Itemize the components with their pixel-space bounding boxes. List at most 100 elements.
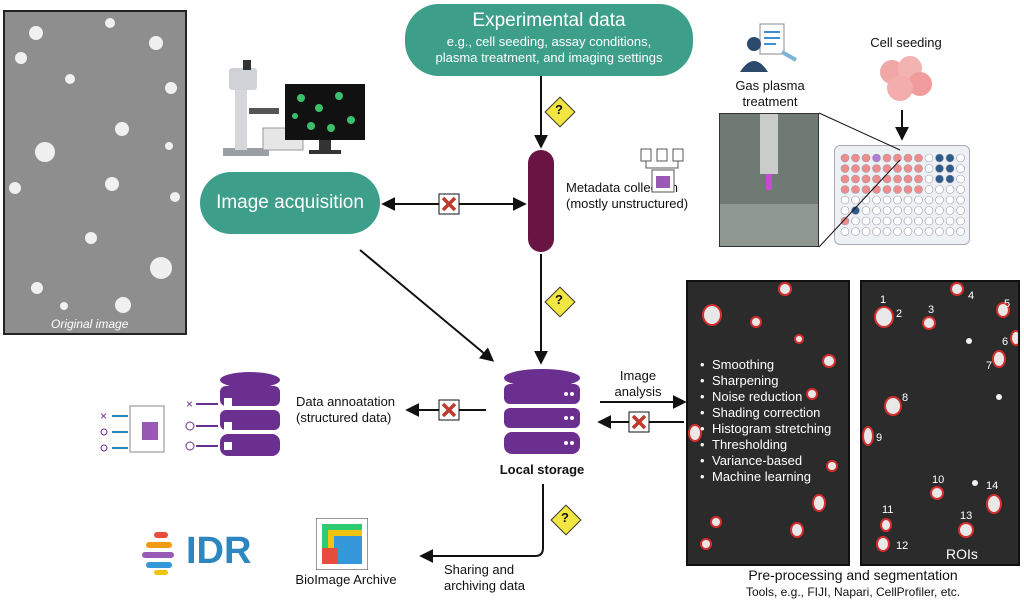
step-item: Noise reduction (700, 389, 848, 405)
plate-well (872, 195, 881, 205)
plate-well (924, 195, 934, 205)
plate-well (893, 206, 902, 215)
well-plate (834, 145, 970, 245)
roi-number: 11 (882, 504, 894, 516)
plate-well (903, 216, 913, 226)
gas-plasma-label: Gas plasma treatment (735, 78, 805, 109)
plate-well (956, 185, 965, 194)
roi-number: 5 (1004, 298, 1011, 310)
question-diamond-icon: ? (544, 286, 576, 318)
plate-well (893, 216, 902, 226)
plate-well (924, 206, 934, 215)
plate-well (903, 164, 913, 173)
bioimage-archive-logo (315, 517, 369, 571)
svg-text:×: × (186, 397, 193, 411)
preprocessing-caption-tools: Tools, e.g., FIJI, Napari, CellProfiler,… (745, 585, 961, 599)
plate-well (924, 153, 934, 163)
plate-well (935, 216, 944, 226)
plate-well (935, 153, 944, 163)
plate-well (840, 153, 850, 163)
plate-well (945, 195, 955, 205)
plate-well (945, 185, 955, 194)
experimental-data-subtitle: e.g., cell seeding, assay conditions, pl… (435, 34, 663, 65)
question-diamond-icon: ? (544, 96, 576, 128)
plate-well (914, 227, 923, 236)
roi-number: 4 (968, 290, 975, 302)
cell-cluster-icon (876, 54, 934, 106)
plate-well (956, 164, 965, 173)
local-storage-label: Local storage (499, 462, 585, 477)
plate-well (861, 185, 871, 194)
document-icon (640, 148, 688, 194)
svg-text:×: × (100, 409, 107, 423)
experimental-data-title: Experimental data (472, 10, 626, 31)
plate-well (872, 227, 881, 236)
annotation-database-icon: × × (94, 370, 284, 458)
experimental-data-box: Experimental data e.g., cell seeding, as… (405, 4, 693, 76)
plate-well (872, 153, 881, 163)
step-item: Variance-based (700, 453, 848, 469)
plate-well (935, 164, 944, 173)
plate-well (945, 206, 955, 215)
plate-well (945, 227, 955, 236)
plate-well (914, 195, 923, 205)
plate-well (872, 206, 881, 215)
plate-well (935, 206, 944, 215)
roi-number: 7 (986, 360, 993, 372)
plate-well (893, 227, 902, 236)
microscope-icon (215, 58, 375, 162)
plate-well (914, 153, 923, 163)
metadata-label: Metadata collection (mostly unstructured… (566, 180, 689, 211)
plate-well (851, 185, 860, 194)
plate-well (851, 153, 860, 163)
roi-number: 3 (928, 304, 935, 316)
plate-well (882, 164, 892, 173)
plate-well (945, 153, 955, 163)
bioimage-archive-label: BioImage Archive (295, 572, 397, 587)
arrow-acquisition-to-storage (359, 249, 495, 362)
plate-well (903, 153, 913, 163)
plate-well (882, 174, 892, 184)
plate-well (882, 206, 892, 215)
step-item: Smoothing (700, 357, 848, 373)
plate-well (924, 227, 934, 236)
plate-well (935, 227, 944, 236)
plate-well (872, 185, 881, 194)
step-item: Thresholding (700, 437, 848, 453)
plate-well (861, 216, 871, 226)
plate-well (945, 216, 955, 226)
question-diamond-icon: ? (550, 504, 582, 536)
plate-well (903, 185, 913, 194)
roi-number: 10 (932, 474, 945, 486)
plate-well (872, 174, 881, 184)
image-acquisition-box: Image acquisition (200, 172, 380, 234)
plate-well (851, 227, 860, 236)
database-icon (502, 368, 582, 458)
plate-well (914, 206, 923, 215)
plate-well (840, 164, 850, 173)
question-mark: ? (555, 292, 563, 307)
person-icon (736, 22, 802, 72)
roi-number: 8 (902, 392, 909, 404)
plate-well (924, 216, 934, 226)
plate-well (893, 153, 902, 163)
plate-well (914, 164, 923, 173)
plate-well (861, 164, 871, 173)
plate-well (924, 174, 934, 184)
plate-well (893, 164, 902, 173)
step-item: Machine learning (700, 469, 848, 485)
plate-well (956, 153, 965, 163)
plate-well (935, 185, 944, 194)
idr-label: IDR (186, 530, 252, 572)
plate-well (851, 174, 860, 184)
plate-well (882, 227, 892, 236)
plate-well (914, 174, 923, 184)
original-image-panel: Original image (3, 10, 187, 335)
image-analysis-label: Image analysis (614, 368, 662, 399)
plate-well (893, 185, 902, 194)
roi-number: 6 (1002, 336, 1009, 348)
preprocessing-caption-title: Pre-processing and segmentation (748, 567, 958, 583)
data-annotation-label: Data annoatation (structured data) (296, 394, 396, 425)
preprocessing-panel: Smoothing Sharpening Noise reduction Sha… (686, 280, 850, 566)
plate-well (903, 195, 913, 205)
